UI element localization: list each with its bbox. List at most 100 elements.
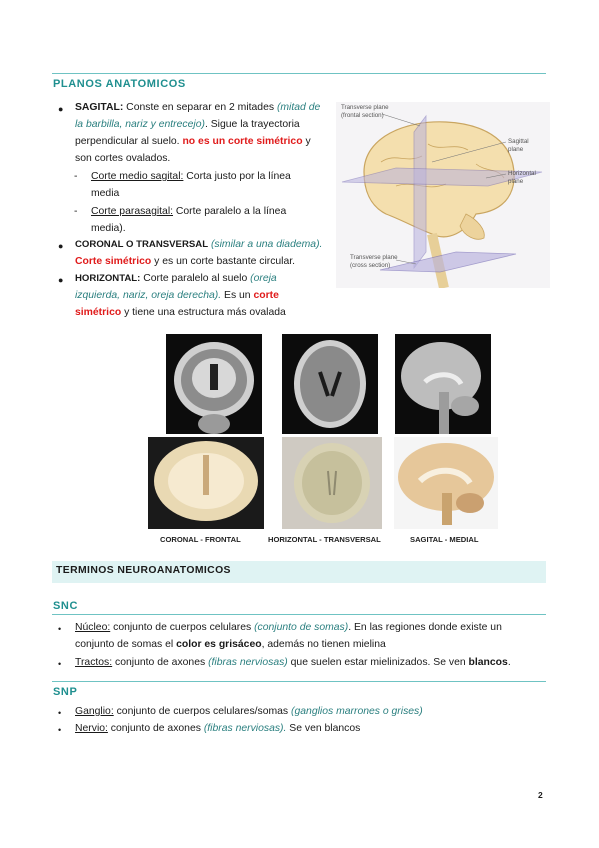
dash-icon: - (74, 206, 78, 217)
brain-planes-diagram: Transverse plane (frontal section) Sagit… (336, 102, 550, 290)
text: que suelen estar mielinizados. Se ven (287, 657, 469, 668)
mri-coronal-image (166, 334, 262, 434)
section-band-terminos (52, 561, 546, 583)
label: plane (508, 177, 524, 185)
sagital-line-4: son cortes ovalados. (75, 153, 171, 164)
bold-text: color es grisáceo (176, 639, 262, 650)
nucleo-line-1: Núcleo: conjunto de cuerpos celulares (c… (75, 622, 502, 633)
bullet-icon: • (58, 624, 62, 634)
text: conjunto de cuerpos celulares (110, 622, 255, 633)
coronal-line-1: CORONAL O TRANSVERSAL (similar a una dia… (75, 239, 322, 250)
sagital-line-1: SAGITAL: Conste en separar en 2 mitades … (75, 102, 320, 113)
section-title-snc: SNC (53, 600, 79, 612)
diagram-label-transverse-frontal: Transverse plane (frontal section) (341, 104, 389, 119)
mri-horizontal-image (282, 334, 378, 434)
caption-coronal: CORONAL - FRONTAL (160, 535, 241, 544)
italic-text: (fibras nerviosas) (208, 657, 288, 668)
section-rule-snp (52, 681, 546, 682)
leader-line (381, 113, 421, 127)
text: Es un (221, 290, 254, 301)
leader-line (485, 173, 507, 179)
text: y tiene una estructura más ovalada (121, 307, 286, 318)
bullet-icon: ● (58, 104, 64, 114)
section-title-snp: SNP (53, 686, 78, 698)
text: , además no tienen mielina (261, 639, 386, 650)
label: Transverse plane (350, 254, 398, 261)
sagital-line-2: la barbilla, nariz y entrecejo). Sigue l… (75, 119, 300, 130)
underlined-term: Tractos: (75, 657, 113, 668)
brain-coronal-specimen (148, 437, 264, 529)
label: Sagittal (508, 138, 529, 145)
coronal-line-2: Corte simétrico y es un corte bastante c… (75, 256, 295, 267)
text: . (507, 657, 511, 668)
text: Corta justo por la línea (183, 171, 291, 182)
text: . Sigue la trayectoria (204, 119, 300, 130)
brain-horizontal-specimen (282, 437, 382, 529)
italic-text: (mitad de (276, 102, 321, 113)
label: (cross section) (350, 261, 391, 269)
italic-text: (oreja (250, 273, 277, 284)
horizontal-label: HORIZONTAL: (75, 273, 141, 284)
diagram-label-horizontal: Horizontal plane (508, 170, 536, 185)
leader-line (395, 259, 417, 265)
nervio-line: Nervio: conjunto de axones (fibras nervi… (75, 723, 360, 734)
red-emphasis: simétrico (75, 307, 122, 318)
coronal-label: CORONAL O TRANSVERSAL (75, 239, 209, 250)
text: y (302, 136, 311, 147)
leader-line (431, 141, 507, 163)
red-emphasis: corte (253, 290, 279, 301)
italic-text: izquierda, nariz, oreja derecha). (75, 290, 222, 301)
italic-text: la barbilla, nariz y entrecejo) (75, 119, 205, 130)
underlined-term: Nervio: (75, 723, 108, 734)
label: Transverse plane (341, 104, 389, 111)
para-line-2: media). (91, 223, 126, 234)
bullet-icon: ● (58, 275, 64, 285)
para-line-1: Corte parasagital: Corte paralelo a la l… (91, 206, 286, 217)
text: Conste en separar en 2 mitades (123, 102, 277, 113)
horiz-line-3: simétrico y tiene una estructura más ova… (75, 307, 286, 318)
diagram-label-sagittal: Sagittal plane (508, 138, 529, 153)
underlined-term: Corte medio sagital: (91, 171, 184, 182)
red-emphasis: Corte simétrico (75, 256, 152, 267)
section-rule-snc (52, 614, 546, 615)
brain-sagittal-specimen (394, 437, 498, 529)
section-rule-top (52, 73, 546, 74)
medio-line-2: media (91, 188, 120, 199)
underlined-term: Ganglio: (75, 706, 114, 717)
text: Corte paralelo a la línea (173, 206, 287, 217)
text: conjunto de somas el (75, 639, 177, 650)
red-emphasis: no es un corte simétrico (182, 136, 303, 147)
label: plane (508, 145, 524, 153)
italic-text: (conjunto de somas) (254, 622, 349, 633)
text: Se ven blancos (286, 723, 361, 734)
text: Corte paralelo al suelo (140, 273, 251, 284)
italic-text: (similar a una diadema). (208, 239, 323, 250)
bullet-icon: • (58, 659, 62, 669)
caption-sagital: SAGITAL - MEDIAL (410, 535, 479, 544)
horiz-line-2: izquierda, nariz, oreja derecha). Es un … (75, 290, 279, 301)
page-number: 2 (538, 790, 543, 800)
ganglio-line: Ganglio: conjunto de cuerpos celulares/s… (75, 706, 423, 717)
text: conjunto de axones (107, 723, 204, 734)
underlined-term: Núcleo: (75, 622, 111, 633)
underlined-term: Corte parasagital: (91, 206, 174, 217)
brain-planes-illustration (341, 113, 543, 290)
text: conjunto de cuerpos celulares/somas (113, 706, 292, 717)
text: perpendicular al suelo. (75, 136, 183, 147)
medio-line-1: Corte medio sagital: Corta justo por la … (91, 171, 323, 182)
text: conjunto de axones (112, 657, 209, 668)
tractos-line-1: Tractos: conjunto de axones (fibras nerv… (75, 657, 511, 668)
text: . En las regiones donde existe un (348, 622, 502, 633)
section-title-terminos: TERMINOS NEUROANATOMICOS (56, 565, 231, 576)
section-title-planos: PLANOS ANATOMICOS (53, 78, 186, 90)
bullet-icon: ● (58, 241, 64, 251)
caption-horizontal: HORIZONTAL - TRANSVERSAL (268, 535, 381, 544)
sagital-label: SAGITAL: (75, 102, 124, 113)
mri-sagittal-image (395, 334, 491, 434)
diagram-label-transverse-cross: Transverse plane (cross section) (350, 254, 398, 269)
italic-text: (ganglios marrones o grises) (291, 706, 423, 717)
bold-text: blancos (468, 657, 508, 668)
text: y es un corte bastante circular. (151, 256, 296, 267)
bullet-icon: • (58, 708, 62, 718)
sagital-line-3: perpendicular al suelo. no es un corte s… (75, 136, 311, 147)
